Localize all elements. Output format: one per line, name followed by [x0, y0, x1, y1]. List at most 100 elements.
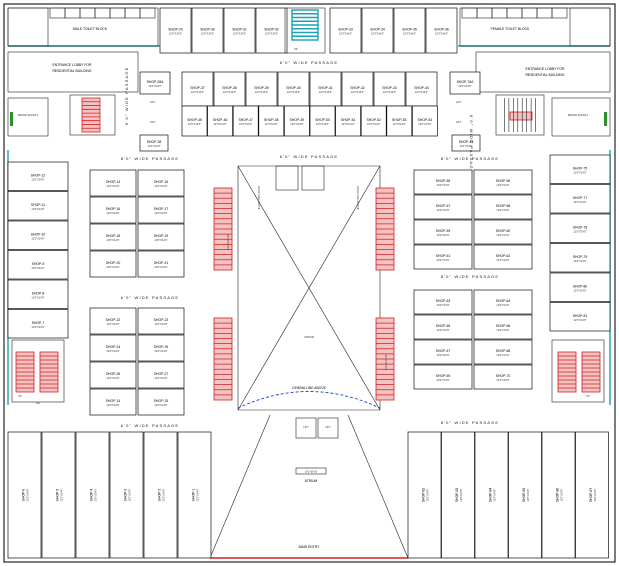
shop-label: SHOP-55 [436, 179, 451, 183]
shop-unit[interactable]: SHOP-912'0"X14'0" [7, 250, 69, 280]
shop-label: SHOP-59 [436, 229, 451, 233]
shop-dimension: 12'0"X14'0" [106, 376, 119, 380]
shop-label: SHOP-30 [200, 28, 215, 32]
shop-label: SHOP-21 [154, 261, 169, 265]
toilet-cell [491, 7, 508, 19]
shop-dimension: 12'0"X14'0" [316, 122, 329, 126]
shop-label: SHOP-15 [154, 180, 169, 184]
shop-unit[interactable]: SHOP-712'0"X14'0" [7, 309, 69, 339]
main-entry-label[interactable]: MAIN ENTRY [299, 545, 321, 549]
shop-dimension: 12'0"X14'0" [154, 238, 167, 242]
toilet-cell [139, 7, 156, 19]
shop-unit[interactable]: SHOP-812'0"X14'0" [7, 279, 69, 309]
escalator-right: ESCALATOR [375, 187, 395, 401]
shop-label: SHOP-3 [124, 489, 128, 502]
shop-dimension: 12'0"X14'0" [573, 200, 586, 204]
